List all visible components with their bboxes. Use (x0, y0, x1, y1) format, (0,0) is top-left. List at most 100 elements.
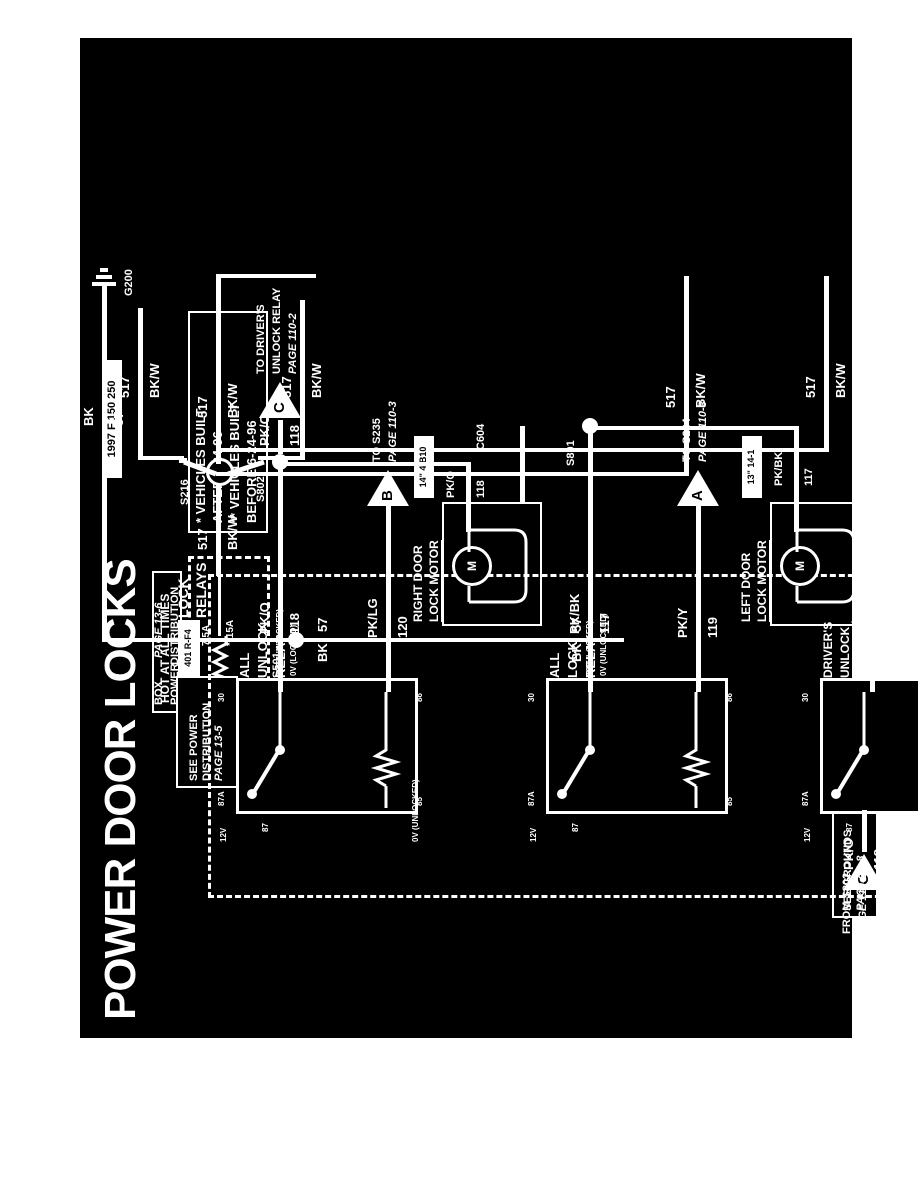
wire-label-163: 163 (879, 612, 894, 634)
wire-118-right-motor-horiz (466, 462, 471, 532)
wire-117-to-left-motor-h (794, 426, 799, 532)
wiring-diagram-canvas: POWER DOOR LOCKS 1997 F 150 250 W/REMOTE… (80, 38, 918, 1038)
relay3-name-1: DRIVER'S (821, 621, 835, 678)
relay1-pin-86: 86 (415, 693, 424, 702)
lock-relays-label-2: RELAYS (193, 562, 209, 618)
conn-b-dest-2: PAGE 110-3 (387, 401, 399, 462)
wire-color-bkw-d: BK/W (309, 363, 324, 398)
wire-120-pklg (386, 506, 391, 692)
relay3-pin-87: 87 (845, 823, 854, 832)
wire-label-120: 120 (395, 616, 410, 638)
relay3-name-2: UNLOCK (838, 626, 852, 678)
wire-label-117: 117 (597, 613, 612, 634)
wire-label-517-a: 517 (195, 528, 210, 550)
splice-label-s802: S802 (255, 476, 267, 502)
conn-c2-src-1: FROM S802 (841, 872, 853, 934)
diagram-sheet: POWER DOOR LOCKS 1997 F 150 250 W/REMOTE… (80, 38, 918, 1038)
relay2-name-1: ALL (547, 652, 562, 678)
relay2-pin-87a: 87A (527, 791, 536, 806)
page-connector-c-top-letter: C (271, 402, 288, 413)
see-pd-line-1: SEE POWER (188, 714, 201, 781)
wire-163-into-left-motor (870, 422, 875, 504)
pdb-label-3: BOX (153, 681, 165, 705)
wire-117-pkbk (588, 426, 593, 692)
wire-label-57-top: 57 (111, 411, 126, 426)
right-motor-wire-no: 118 (475, 480, 487, 498)
relay2-pin-30: 30 (527, 693, 536, 702)
left-motor-name-1: LEFT DOOR (739, 552, 753, 622)
wire-label-118-pko: 118 (287, 613, 302, 634)
wire-label-119: 119 (705, 617, 720, 638)
relay1-name-1: ALL (237, 652, 252, 678)
wire-label-517-c: 517 (117, 376, 132, 398)
wire-118-to-conn-c (278, 420, 283, 454)
right-motor-name-2: LOCK MOTOR (427, 540, 443, 622)
left-motor-wire-color: PK/BK (773, 451, 785, 486)
relay3-coil-lo: 12V (803, 827, 812, 842)
relay1-pin-87a: 87A (217, 791, 226, 806)
relay3-contact-icon (831, 692, 869, 799)
conn-c-dest-1: TO DRIVER'S (255, 304, 267, 374)
relay3-pin-30: 30 (801, 693, 810, 702)
wire-color-118-pko: PK/O (257, 602, 272, 634)
rap-line-2: ANTI-THEFT (897, 423, 908, 482)
conn-a-dest-1: TO S234 (681, 418, 693, 462)
ground-label-g200: G200 (123, 269, 135, 296)
wire-119-pky (696, 506, 701, 692)
relay2-contact-icon (557, 692, 712, 808)
left-motor-badge: 13" 14-1 (742, 436, 762, 498)
relay1-pin-30: 30 (217, 693, 226, 702)
lock-relays-label-1: LOCK (175, 578, 191, 618)
wire-118-pko-out (278, 462, 283, 692)
wire-color-bkw-a: BK/W (225, 515, 240, 550)
relay2-name-2: LOCK (565, 641, 580, 678)
wire-117-into-right-motor (520, 426, 525, 504)
conn-c-dest-2: UNLOCK RELAY (271, 287, 283, 374)
page-connector-b[interactable]: B (367, 470, 409, 506)
branch-rap-h (824, 276, 829, 452)
wire-color-117: PK/BK (567, 593, 582, 634)
conn-c-dest-3: PAGE 110-2 (287, 313, 299, 374)
relay1-pin-87: 87 (261, 823, 270, 832)
relay3-pin-87a: 87A (801, 791, 810, 806)
wire-color-120: PK/LG (365, 598, 380, 638)
conn-b-dest-1: TO S235 (371, 418, 383, 462)
wire-label-517-b: 517 (195, 396, 210, 418)
connector-label-c604: C604 (475, 423, 487, 450)
page-connector-c-top[interactable]: C (259, 382, 301, 418)
wire-517-b (216, 278, 221, 464)
conn-c2-src-2: PAGE 110-2 (857, 873, 869, 934)
relay1-coil-lo: 12V (219, 827, 228, 842)
right-motor-name-1: RIGHT DOOR (411, 545, 425, 622)
relay2-coil-lo: 12V (529, 827, 538, 842)
relay1-contact-icon (247, 692, 402, 808)
wire-117-to-left-motor-v (588, 426, 794, 430)
wire-color-bkw-f: BK/W (833, 363, 848, 398)
wire-517-b-drop (216, 274, 316, 278)
branch-up-vert (138, 456, 184, 460)
wire-57-ground-bus (102, 282, 107, 642)
rap-line-5: PAGE 117-2 (855, 426, 866, 482)
wire-color-bkw-c: BK/W (147, 363, 162, 398)
wire-label-517-e: 517 (663, 386, 678, 408)
left-motor-wiring-icon (795, 528, 856, 604)
page-connector-a[interactable]: A (677, 470, 719, 506)
wire-color-119: PK/Y (675, 607, 690, 638)
splice-label-s801: S801 (565, 440, 577, 466)
wire-color-57-bk-top: BK (81, 407, 96, 426)
relay3-name-3: RELAY (855, 638, 869, 678)
ground-symbol-g200-icon (88, 256, 120, 286)
relay2-pin-85: 85 (725, 797, 734, 806)
rap-line-1: REMOTE (911, 439, 918, 482)
pdb-label-4: PAGE 13-6 (153, 602, 165, 658)
wire-color-conn-c: PK/O (257, 414, 272, 446)
wire-label-517-f: 517 (803, 376, 818, 398)
page-connector-b-letter: B (379, 490, 396, 501)
left-motor-name-2: LOCK MOTOR (755, 540, 771, 622)
relay2-pin-87: 87 (571, 823, 580, 832)
conn-a-dest-2: PAGE 110-3 (697, 401, 709, 462)
wire-label-conn-c: 118 (287, 425, 302, 446)
branch-up-horiz (138, 308, 143, 460)
page-connector-a-letter: A (689, 490, 706, 501)
